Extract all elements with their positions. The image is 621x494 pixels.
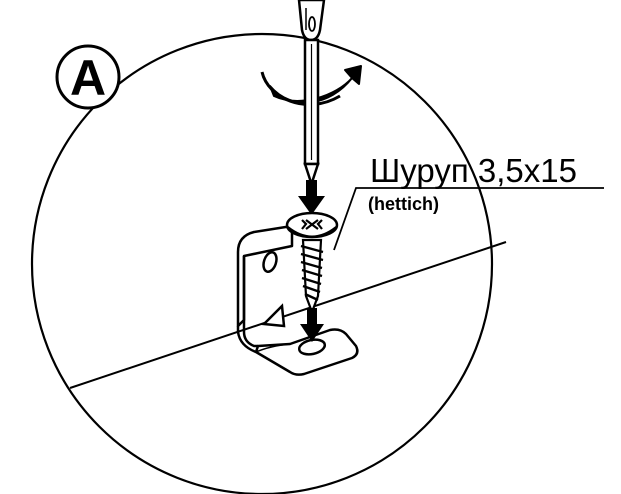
callout-letter: A xyxy=(70,50,106,106)
label-leader-line xyxy=(333,187,604,251)
insert-arrow-icon xyxy=(300,308,324,342)
screw-icon xyxy=(285,211,339,316)
down-arrow-icon xyxy=(298,180,325,215)
angle-bracket xyxy=(236,224,359,376)
detail-circle xyxy=(30,32,494,494)
screwdriver-icon xyxy=(297,0,326,189)
callout-badge: A xyxy=(55,44,121,110)
rotation-arrow-icon xyxy=(260,65,362,106)
part-brand-label: (hettich) xyxy=(368,194,439,214)
panel-edge-line xyxy=(69,241,507,389)
part-name-label: Шуруп 3,5x15 xyxy=(370,152,577,189)
bracket-lower-hole xyxy=(297,338,327,356)
bracket-upper-hole xyxy=(262,251,278,273)
callout-badge-circle xyxy=(55,44,121,110)
